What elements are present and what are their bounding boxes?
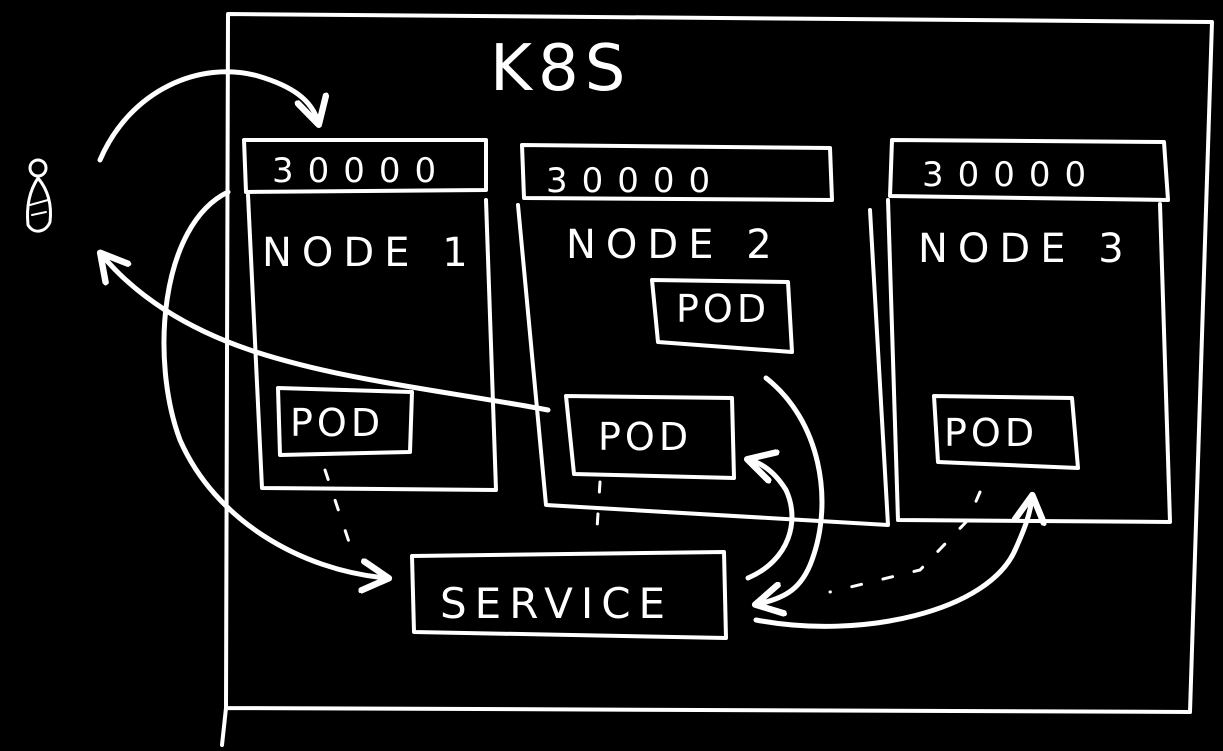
pod-to-user-arrow bbox=[102, 255, 551, 413]
pod2-service-link bbox=[594, 480, 602, 547]
node-2-label: NODE 2 bbox=[566, 222, 782, 268]
node-1-pod-label: POD bbox=[290, 401, 384, 445]
service-to-pod3-arrow bbox=[753, 498, 1032, 629]
node-3-pod-label: POD bbox=[944, 411, 1038, 455]
user-to-node1-arrow bbox=[97, 69, 318, 163]
node-1-label: NODE 1 bbox=[262, 230, 478, 276]
node-1-port: 30000 bbox=[272, 151, 450, 191]
node-2-pod-top-box bbox=[650, 278, 794, 354]
node-2-port: 30000 bbox=[546, 161, 724, 201]
node-1-pod-box bbox=[276, 386, 414, 457]
node-2-pod-main-box bbox=[564, 394, 736, 480]
service: SERVICE bbox=[410, 550, 728, 640]
node-2-pod-top-label: POD bbox=[676, 287, 770, 331]
pod2top-to-service-arrow bbox=[758, 375, 825, 604]
node-1-port-box bbox=[242, 138, 488, 194]
node-2-pod-main-label: POD bbox=[598, 415, 692, 459]
node-3-pod-box bbox=[932, 394, 1080, 470]
person-icon bbox=[26, 158, 52, 233]
node-3-port-box bbox=[888, 138, 1170, 202]
node-3-label: NODE 3 bbox=[918, 226, 1134, 272]
node-3: 30000 NODE 3 POD bbox=[886, 138, 1172, 524]
node-1-frame bbox=[246, 193, 498, 492]
node-3-port: 30000 bbox=[922, 155, 1100, 195]
service-box bbox=[410, 550, 728, 640]
node-2: 30000 NODE 2 POD POD bbox=[516, 143, 890, 527]
cluster-boundary bbox=[220, 12, 1214, 747]
service-label: SERVICE bbox=[440, 579, 673, 628]
pod3-service-link bbox=[828, 490, 982, 594]
node-2-frame bbox=[516, 203, 890, 527]
node-2-port-box bbox=[520, 143, 834, 202]
node-1: 30000 NODE 1 POD bbox=[242, 138, 498, 492]
node1-to-service-arrow bbox=[161, 189, 386, 578]
pod1-service-link bbox=[323, 468, 352, 547]
service-to-pod2-arrow bbox=[748, 460, 795, 581]
cluster-title: K8S bbox=[490, 32, 631, 106]
